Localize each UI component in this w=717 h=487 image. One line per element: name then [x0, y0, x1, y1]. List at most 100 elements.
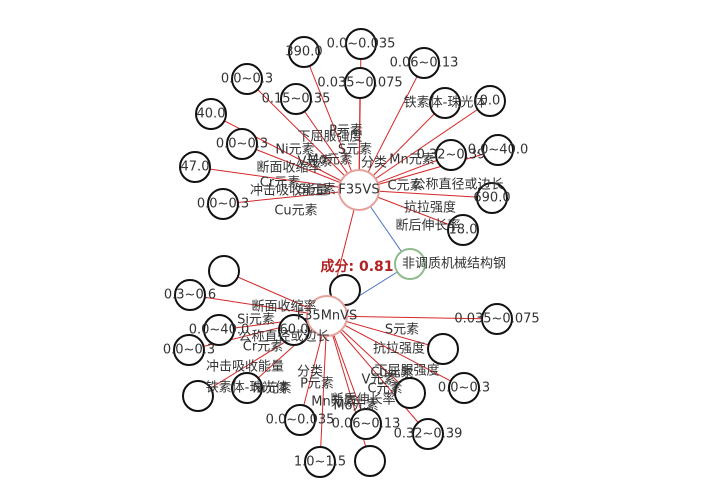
top-leaf-node[interactable]	[345, 28, 377, 60]
top-leaf-node[interactable]	[195, 98, 227, 130]
bottom-leaf-node[interactable]	[394, 377, 426, 409]
bottom-leaf-node[interactable]	[173, 334, 205, 366]
top-leaf-label: 铁素体-珠光体	[404, 96, 487, 111]
bottom-leaf-node[interactable]	[329, 274, 361, 306]
top-leaf-label: 0.32~0.39	[417, 148, 486, 163]
leaf-circle	[173, 334, 205, 366]
top-leaf-label: 0.0~0.035	[327, 37, 396, 52]
top-leaf-node[interactable]	[280, 83, 312, 115]
hub-node-f35vs[interactable]	[338, 169, 380, 211]
bottom-attribute-label: V元素	[362, 373, 397, 388]
bottom-leaf-node[interactable]	[182, 380, 214, 412]
top-leaf-label: 0.0~40.0	[468, 143, 529, 158]
top-leaf-node[interactable]	[474, 85, 506, 117]
top-leaf-label: 0.035~0.075	[317, 76, 402, 91]
top-attribute-label: S元素	[338, 143, 372, 158]
f35vs-edge	[194, 166, 360, 191]
leaf-circle	[481, 303, 513, 335]
top-leaf-node[interactable]	[179, 151, 211, 183]
leaf-circle	[231, 63, 263, 95]
f35vs-edge	[358, 149, 499, 191]
top-attribute-label: Ni元素	[275, 143, 314, 158]
f35mnvs-edge	[189, 294, 328, 317]
top-leaf-node[interactable]	[435, 139, 467, 171]
top-leaf-node[interactable]	[207, 188, 239, 220]
leaf-circle	[174, 279, 206, 311]
bottom-leaf-node[interactable]	[412, 418, 444, 450]
bottom-leaf-label: 0.0~0.035	[266, 413, 335, 428]
top-leaf-node[interactable]	[447, 214, 479, 246]
f35vs-edge	[303, 51, 360, 191]
leaf-circle	[179, 151, 211, 183]
bottom-leaf-node[interactable]	[304, 446, 336, 478]
leaf-circle	[354, 445, 386, 477]
top-attribute-label: Cr元素	[260, 176, 300, 191]
bottom-leaf-label: 1.0~1.5	[294, 455, 346, 470]
bottom-leaf-node[interactable]	[481, 303, 513, 335]
bottom-leaf-label: 0.035~0.075	[454, 312, 539, 327]
bottom-attribute-label: Ni元素	[252, 382, 291, 397]
bottom-attribute-label: Cu元素	[370, 366, 413, 381]
bottom-leaf-node[interactable]	[278, 314, 310, 346]
top-attribute-label: 公称直径或边长	[412, 178, 503, 193]
top-leaf-node[interactable]	[226, 128, 258, 160]
bottom-leaf-label: 0.0~0.3	[438, 381, 490, 396]
bottom-attribute-label: 下屈服强度	[374, 363, 439, 379]
leaf-circle	[474, 85, 506, 117]
bottom-leaf-node[interactable]	[354, 445, 386, 477]
top-leaf-label: 47.0	[181, 160, 210, 175]
top-leaf-label: 0.0~0.3	[197, 197, 249, 212]
nodes-layer	[173, 28, 514, 478]
f35vs-edge	[358, 189, 493, 199]
top-leaf-label: 0.0~0.3	[221, 72, 273, 87]
bottom-leaf-node[interactable]	[284, 404, 316, 436]
bottom-attribute-label: 公称直径或边长	[238, 330, 329, 345]
top-leaf-node[interactable]	[429, 87, 461, 119]
top-attribute-label: Mn元素	[389, 153, 434, 168]
top-leaf-node[interactable]	[231, 63, 263, 95]
bottom-leaf-node[interactable]	[350, 408, 382, 440]
top-leaf-label: 18.0	[449, 223, 478, 238]
leaf-circle	[447, 214, 479, 246]
labels-layer: 390.00.0~0.0350.06~0.130.0~0.30.15~0.350…	[163, 37, 540, 470]
leaf-circle	[288, 36, 320, 68]
hub-node-f35mnvs[interactable]	[306, 295, 348, 337]
top-attribute-label: C元素	[387, 179, 422, 194]
top-attribute-label: Mo元素	[307, 153, 352, 168]
top-attribute-label: Si元素	[298, 183, 336, 198]
bottom-leaf-node[interactable]	[231, 372, 263, 404]
top-leaf-label: 690.0	[473, 191, 510, 206]
leaf-circle	[278, 314, 310, 346]
bottom-leaf-node[interactable]	[208, 255, 240, 287]
leaf-circle	[435, 139, 467, 171]
bottom-attribute-label: Si元素	[237, 313, 275, 328]
leaf-circle	[195, 98, 227, 130]
top-attribute-label: V元素	[298, 155, 333, 170]
bottom-leaf-node[interactable]	[448, 372, 480, 404]
top-attribute-label: 断后伸长率	[395, 218, 460, 234]
similarity-score-label: 成分: 0.81	[320, 258, 393, 275]
top-leaf-node[interactable]	[476, 182, 508, 214]
top-leaf-label: 0.0	[480, 94, 501, 109]
top-attribute-label: Cu元素	[274, 204, 317, 219]
bottom-leaf-node[interactable]	[427, 333, 459, 365]
top-leaf-node[interactable]	[344, 67, 376, 99]
bottom-leaf-node[interactable]	[203, 314, 235, 346]
leaf-circle	[208, 255, 240, 287]
f35vs-edge	[358, 62, 425, 191]
top-leaf-node[interactable]	[288, 36, 320, 68]
bottom-attribute-label: 分类	[297, 365, 323, 380]
bottom-attribute-label: Cr元素	[243, 340, 283, 355]
category-node[interactable]	[394, 248, 426, 280]
leaf-circle	[482, 134, 514, 166]
top-leaf-node[interactable]	[408, 47, 440, 79]
leaf-circle	[476, 182, 508, 214]
leaf-circle	[280, 83, 312, 115]
bottom-leaf-node[interactable]	[174, 279, 206, 311]
top-attribute-label: 冲击吸收能量	[250, 184, 328, 199]
leaf-circle	[344, 67, 376, 99]
bottom-attribute-label: C元素	[367, 382, 402, 397]
top-leaf-node[interactable]	[482, 134, 514, 166]
top-attribute-label: 下屈服强度	[297, 129, 362, 145]
top-leaf-label: 0.15~0.35	[262, 92, 331, 107]
